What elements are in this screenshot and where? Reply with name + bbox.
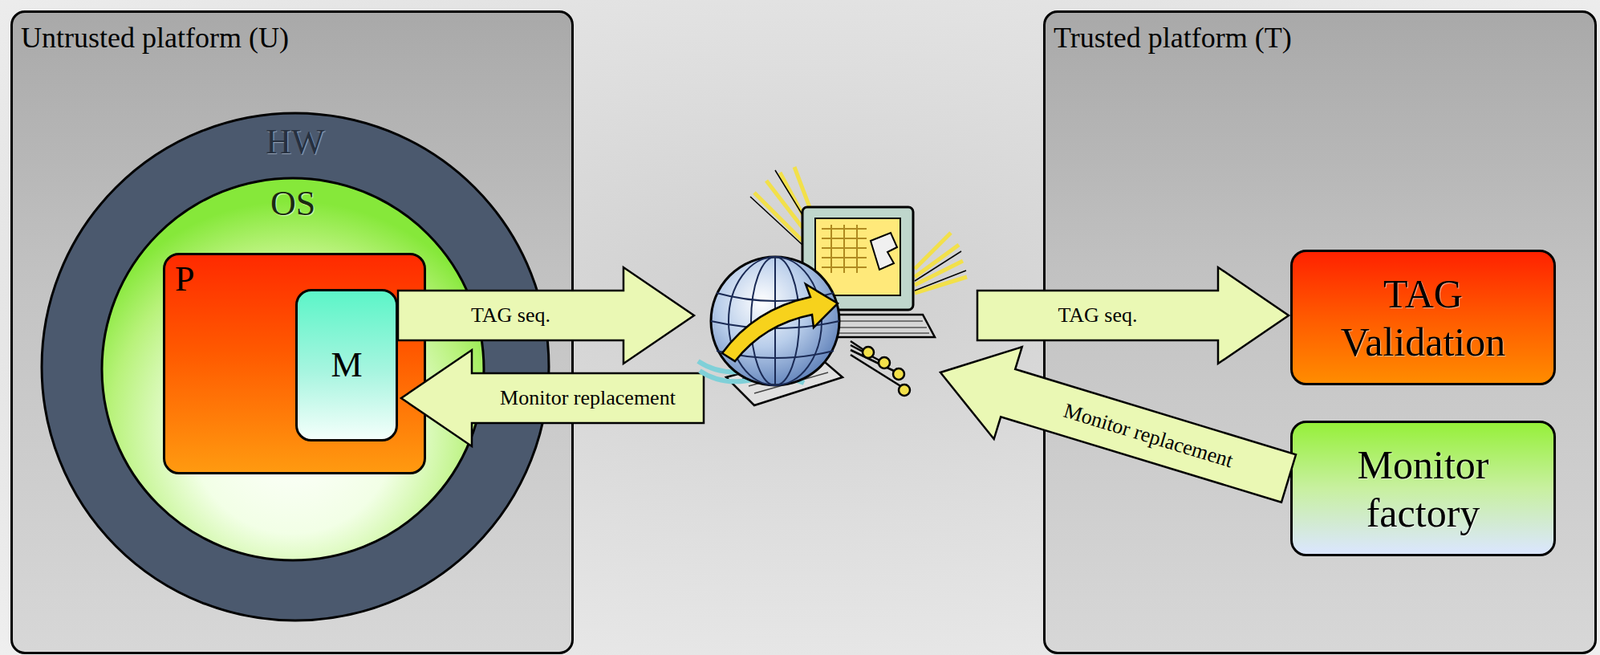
validation-box: TAG Validation — [1290, 249, 1556, 386]
node-label: OS — [100, 182, 486, 226]
node-label: Monitor factory — [1324, 440, 1522, 537]
arrow-label: TAG seq. — [471, 303, 551, 328]
hardware-layer: HWOSPM — [40, 111, 551, 622]
factory-box: Monitor factory — [1290, 420, 1556, 557]
block-arrow — [977, 267, 1289, 364]
os-layer: OSPM — [100, 176, 486, 562]
node-label: P — [165, 255, 195, 301]
program-box: PM — [162, 252, 427, 475]
arrow-label: TAG seq. — [1057, 303, 1138, 328]
monitor-box: M — [295, 288, 398, 442]
panel-title: Untrusted platform (U) — [12, 12, 572, 55]
block-arrow — [401, 349, 704, 447]
panel-title: Trusted platform (T) — [1045, 12, 1595, 55]
arrow-label: Monitor replacement — [499, 385, 676, 411]
node-label: M — [330, 344, 362, 387]
block-arrow — [397, 267, 695, 364]
node-label: TAG Validation — [1324, 269, 1522, 366]
node-label: HW — [40, 121, 551, 164]
block-arrow — [940, 346, 1296, 503]
